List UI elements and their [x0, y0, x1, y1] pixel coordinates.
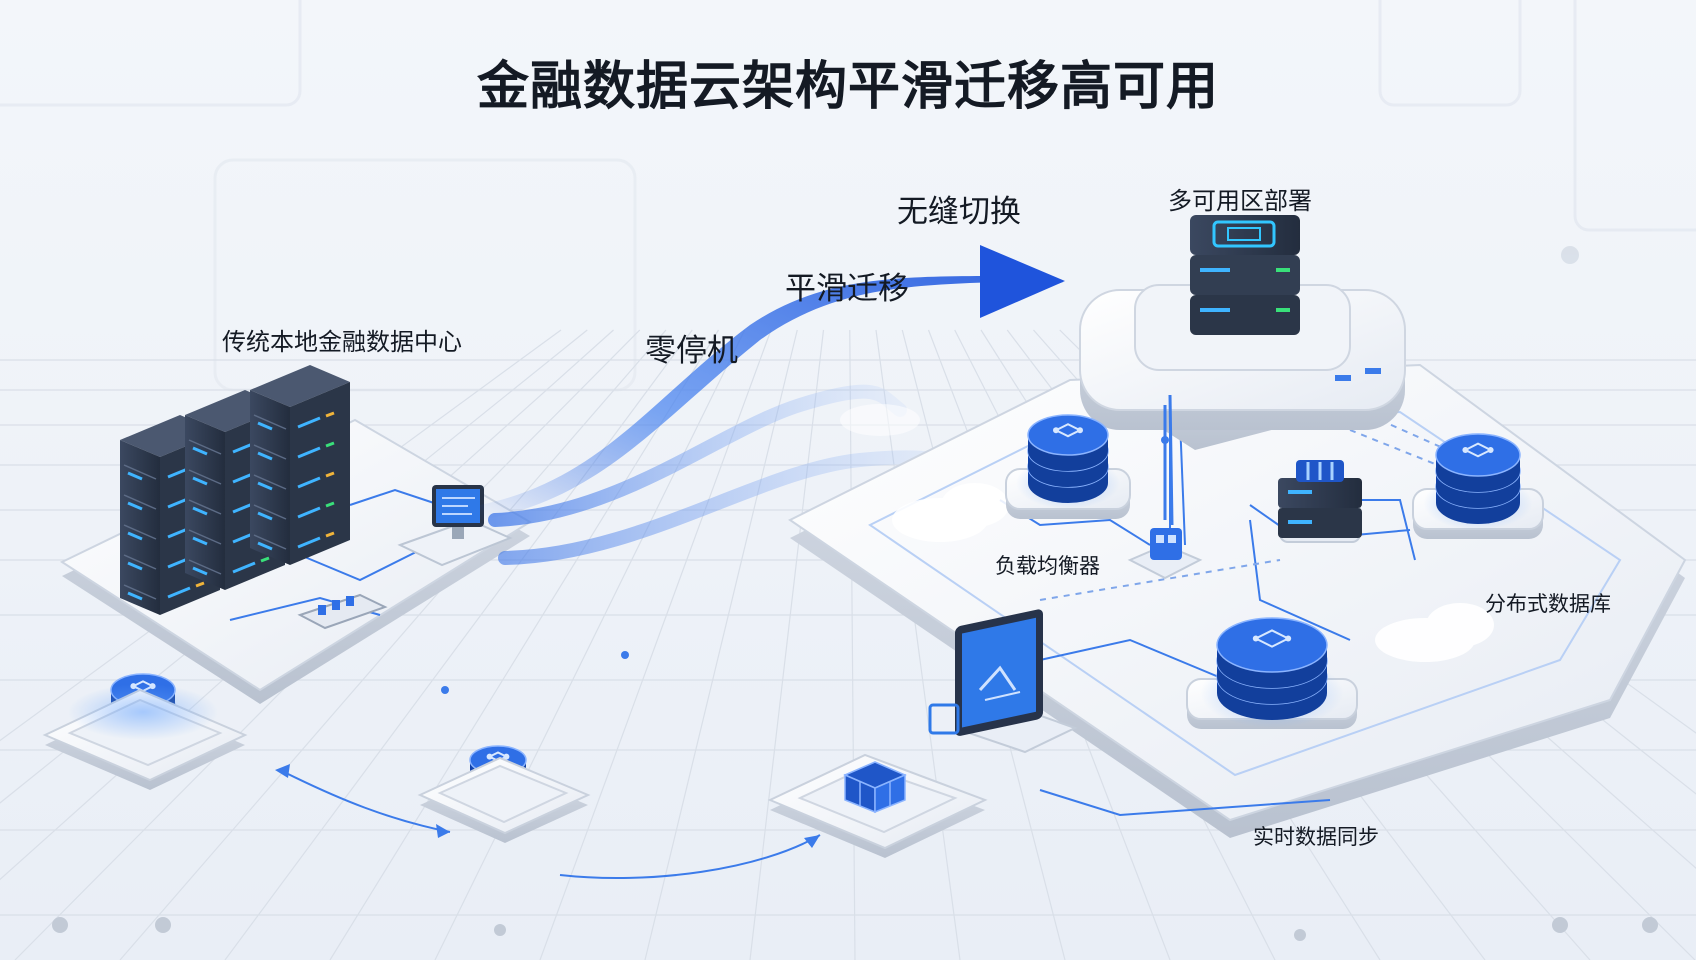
zero-downtime-label: 零停机 — [645, 333, 738, 369]
database-cylinder — [1186, 617, 1358, 729]
database-cylinder — [1005, 414, 1131, 519]
monitor-terminal-left — [397, 485, 513, 567]
migration-arrow — [980, 245, 1065, 318]
floor-db-node-middle — [417, 756, 591, 843]
server-rack-cluster — [120, 365, 350, 615]
multi-az-hub — [1079, 215, 1406, 526]
clouds — [840, 404, 1494, 662]
floor-cube-node — [767, 753, 988, 858]
traditional-dc-label: 传统本地金融数据中心 — [222, 328, 462, 356]
load-balancer-label: 负载均衡器 — [995, 554, 1100, 578]
multi-az-label: 多可用区部署 — [1168, 187, 1312, 215]
realtime-label: 实时数据同步 — [1253, 825, 1379, 849]
floor-dots — [52, 917, 1658, 941]
page-title: 金融数据云架构平滑迁移高可用 — [476, 57, 1219, 117]
monitor-terminal-right — [928, 609, 1078, 754]
floor-connections — [275, 651, 821, 879]
database-cylinder — [1412, 433, 1544, 539]
distributed-db-label: 分布式数据库 — [1485, 592, 1611, 616]
smooth-migration-label: 平滑迁移 — [785, 271, 909, 307]
network-switch-left — [297, 593, 388, 630]
floor-db-node-left — [42, 684, 248, 790]
router-node — [1278, 460, 1362, 543]
load-balancer-node — [1127, 528, 1203, 580]
seamless-switch-label: 无缝切换 — [897, 194, 1021, 230]
server-rack — [250, 365, 350, 565]
